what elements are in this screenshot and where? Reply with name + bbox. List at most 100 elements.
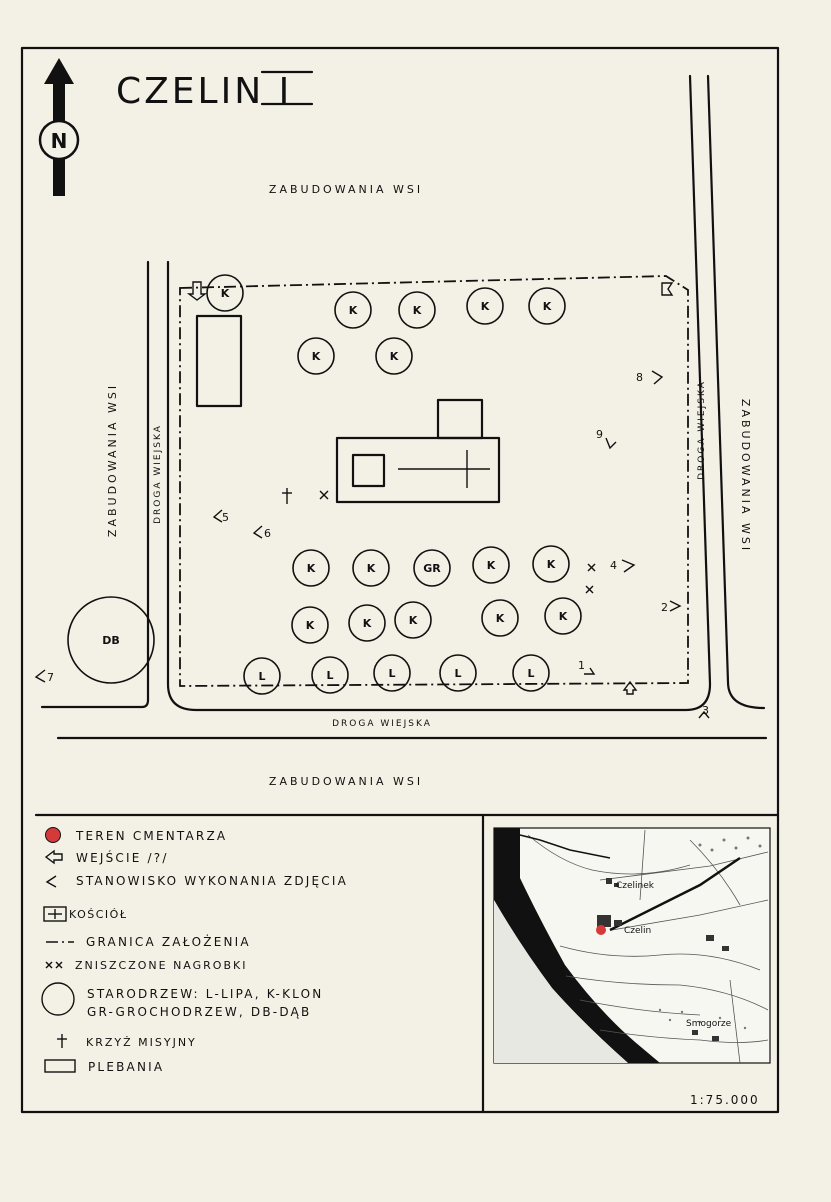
church-building (335, 398, 501, 504)
photo-point-1: 1 (578, 659, 596, 675)
tree-circle (528, 287, 566, 325)
photo-point-8: 8 (636, 370, 664, 385)
inset-map: Czelinek Czelin Smogorze (493, 827, 771, 1064)
mission-cross-icon (57, 1034, 67, 1048)
tree-k-7: K (292, 549, 330, 587)
legend-text-boundary: GRANICA ZAŁOŻENIA (86, 934, 251, 949)
north-letter: N (51, 129, 68, 153)
tree-label: K (307, 562, 316, 575)
svg-text:7: 7 (47, 671, 54, 684)
photo-point-6: 6 (252, 525, 271, 540)
tree-l-19: L (373, 654, 411, 692)
tree-k-16: K (544, 597, 582, 635)
tree-circle (206, 274, 244, 312)
inset-label-czelinek: Czelinek (616, 881, 655, 891)
legend-text-trees-2: GR-GROCHODRZEW, DB-DĄB (87, 1005, 311, 1019)
red-dot-icon (45, 827, 61, 843)
tree-k-11: K (532, 545, 570, 583)
tree-circle (512, 654, 550, 692)
tree-circle (352, 549, 390, 587)
map-scale: 1:75.000 (690, 1093, 760, 1107)
photo-point-9: 9 (596, 428, 617, 450)
tree-circle (348, 604, 386, 642)
label-north-area: ZABUDOWANIA WSI (269, 183, 423, 196)
tree-circle (472, 546, 510, 584)
tree-label: K (390, 350, 399, 363)
photo-point-icon (45, 875, 57, 888)
tree-label: K (363, 617, 372, 630)
svg-text:1: 1 (578, 659, 585, 672)
tree-label: K (349, 304, 358, 317)
tree-circle (394, 601, 432, 639)
tree-circle (67, 596, 155, 684)
svg-text:6: 6 (264, 527, 271, 540)
tree-circle (291, 606, 329, 644)
tree-db-22: DB (67, 596, 155, 684)
tree-circle (375, 337, 413, 375)
outer-frame (20, 46, 780, 1114)
photo-point-7: 7 (34, 669, 54, 684)
tree-circle (334, 291, 372, 329)
tree-circle (243, 657, 281, 695)
tree-circle-icon (41, 982, 75, 1016)
tree-l-20: L (439, 654, 477, 692)
tree-label: K (496, 612, 505, 625)
tree-circle (481, 599, 519, 637)
entrance-arrow-icon (44, 849, 63, 865)
photo-point-2: 2 (661, 600, 682, 614)
tree-circle (466, 287, 504, 325)
rectangle-icon (44, 1059, 76, 1073)
tree-label: L (454, 667, 461, 680)
tree-label: K (481, 300, 490, 313)
tree-label: K (312, 350, 321, 363)
legend-text-church: KOŚCIÓŁ (69, 908, 128, 921)
svg-text:3: 3 (702, 704, 709, 717)
tree-label: K (409, 614, 418, 627)
tree-k-14: K (394, 601, 432, 639)
tree-circle (439, 654, 477, 692)
legend-text-entrance: WEJŚCIE /?/ (76, 850, 169, 865)
label-south-area: ZABUDOWANIA WSI (269, 775, 423, 788)
legend-text-photo-point: STANOWISKO WYKONANIA ZDJĘCIA (76, 874, 348, 888)
svg-text:4: 4 (610, 559, 617, 572)
mission-cross-icon (282, 488, 292, 504)
legend-text-destroyed-graves: ZNISZCZONE NAGROBKI (75, 959, 247, 972)
tree-k-0: K (206, 274, 244, 312)
label-west-area: ZABUDOWANIA WSI (106, 383, 119, 537)
tree-k-13: K (348, 604, 386, 642)
legend-text-rectory: PLEBANIA (88, 1060, 164, 1074)
tree-k-3: K (466, 287, 504, 325)
tree-k-1: K (334, 291, 372, 329)
photo-points: 1 2 3 4 5 6 7 8 (34, 370, 710, 719)
tree-label: K (221, 287, 230, 300)
legend-text-trees: STARODRZEW: L-LIPA, K-KLON (87, 987, 323, 1001)
tree-k-6: K (375, 337, 413, 375)
tree-k-10: K (472, 546, 510, 584)
tree-label: K (543, 300, 552, 313)
tree-label: K (559, 610, 568, 623)
map-title: CZELIN I (116, 71, 292, 112)
north-arrow-icon: N (38, 58, 80, 196)
svg-text:2: 2 (661, 601, 668, 614)
label-east-area: ZABUDOWANIA WSI (739, 399, 752, 553)
tree-label: K (306, 619, 315, 632)
svg-text:9: 9 (596, 428, 603, 441)
tree-k-15: K (481, 599, 519, 637)
tree-k-4: K (528, 287, 566, 325)
tree-circle (311, 656, 349, 694)
legend-text-mission-cross: KRZYŻ MISYJNY (86, 1036, 197, 1049)
tree-k-12: K (291, 606, 329, 644)
photo-point-5: 5 (212, 509, 229, 524)
tree-l-17: L (243, 657, 281, 695)
tree-k-2: K (398, 291, 436, 329)
tree-circle (292, 549, 330, 587)
tree-circle (297, 337, 335, 375)
cemetery-boundary (179, 275, 689, 687)
tree-l-21: L (512, 654, 550, 692)
tree-label: GR (423, 562, 441, 575)
tree-k-8: K (352, 549, 390, 587)
tree-label: L (527, 667, 534, 680)
photo-point-3: 3 (698, 704, 710, 719)
